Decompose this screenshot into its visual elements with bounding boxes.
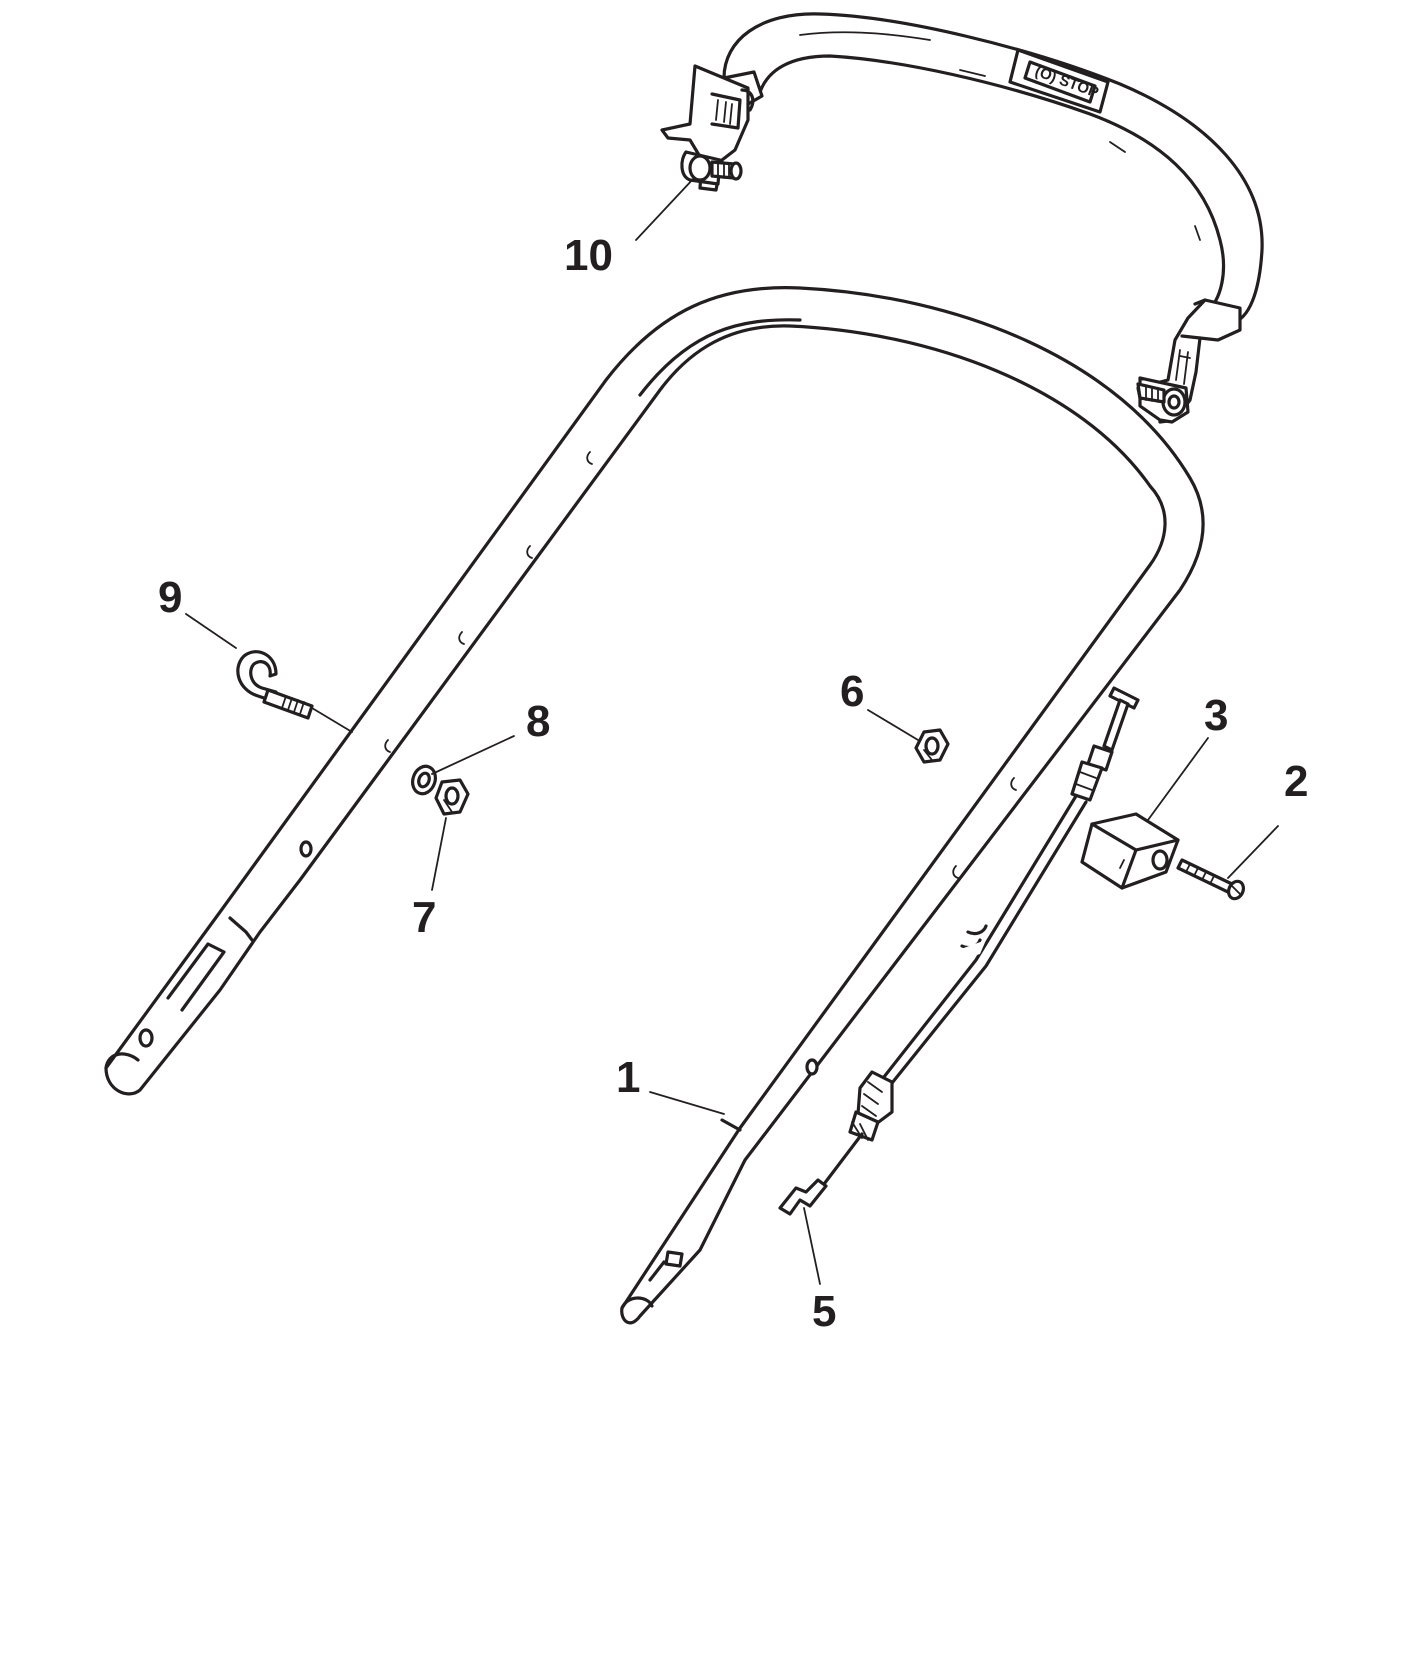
callout-labels: 10 9 8 7 6 3 2 1 5 [158, 231, 1308, 1336]
nut-right [914, 728, 950, 764]
callout-8: 8 [526, 697, 550, 746]
washer [411, 764, 437, 796]
screw [1176, 858, 1245, 901]
nut-left [434, 778, 470, 816]
callout-2: 2 [1284, 757, 1308, 806]
callout-9: 9 [158, 573, 182, 622]
callout-7: 7 [412, 893, 436, 942]
upper-handle-bar: (O) STOP [660, 12, 1264, 424]
cable-guide-hook [236, 650, 314, 720]
handle-fixing-bolt-right [1136, 376, 1190, 424]
lower-handle-frame [104, 286, 1205, 1325]
callout-10: 10 [564, 231, 613, 280]
leader-lines [185, 177, 1279, 1285]
callout-5: 5 [812, 1287, 836, 1336]
left-handle-bracket [660, 64, 755, 192]
callout-6: 6 [840, 667, 864, 716]
callout-1: 1 [616, 1053, 640, 1102]
control-cable [778, 686, 1140, 1216]
handle-fixing-bolt-left [680, 150, 743, 186]
cable-clamp-block [1080, 812, 1180, 890]
callout-3: 3 [1204, 691, 1228, 740]
